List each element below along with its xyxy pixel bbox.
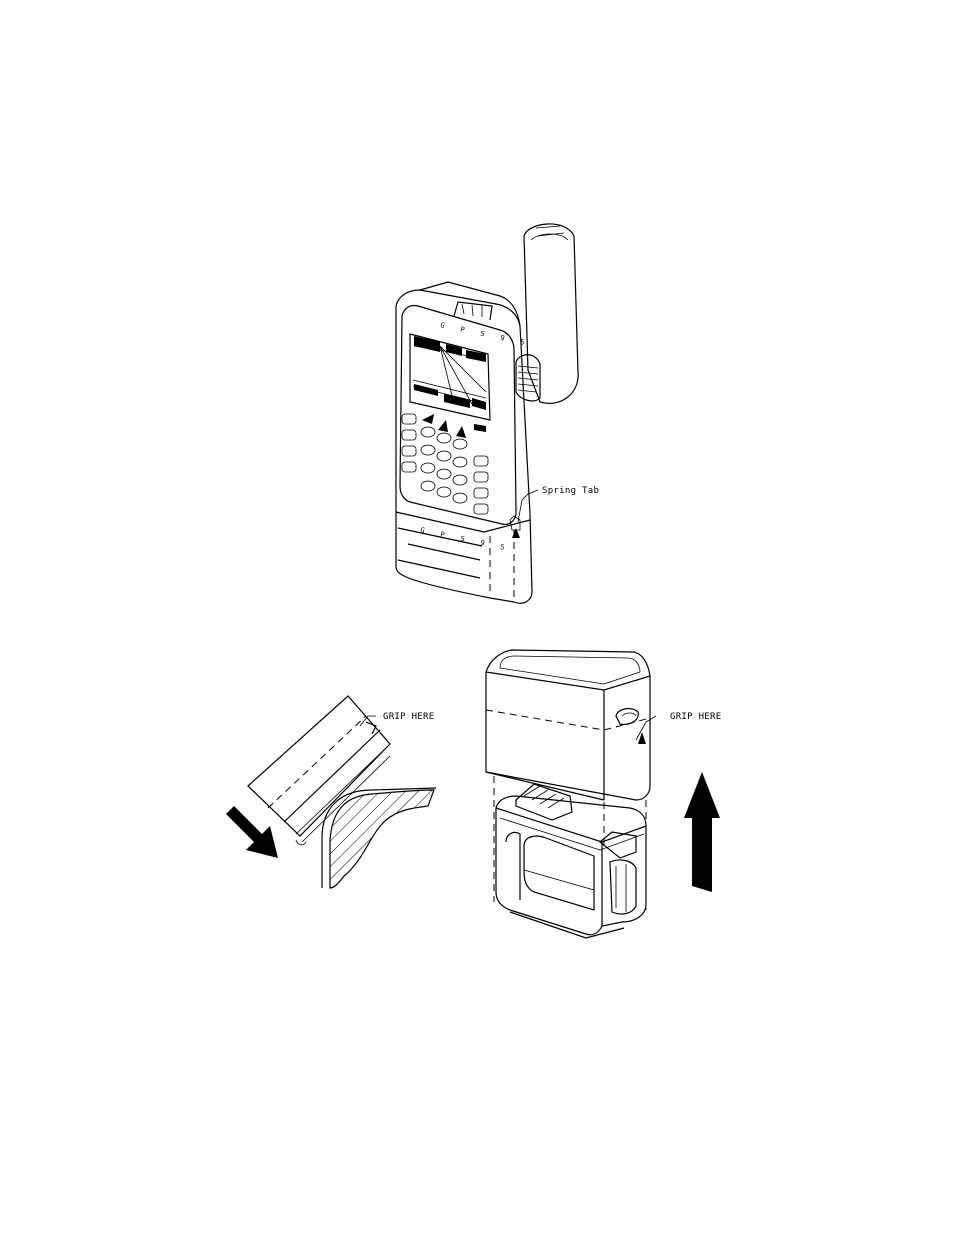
battery-pack-illustration [486, 650, 650, 938]
grip-here-right-pointer [636, 716, 656, 740]
lift-up-arrow [684, 772, 720, 892]
gps-device-illustration: G P S 9 5 G P S 9 5 [396, 224, 578, 603]
battery-slide-side-view [226, 696, 436, 888]
spring-tab-label: Spring Tab [542, 486, 599, 496]
antenna [516, 224, 578, 403]
grip-here-right-label: GRIP HERE [670, 712, 721, 722]
slide-down-arrow [226, 806, 278, 858]
grip-here-left-label: GRIP HERE [383, 712, 434, 722]
